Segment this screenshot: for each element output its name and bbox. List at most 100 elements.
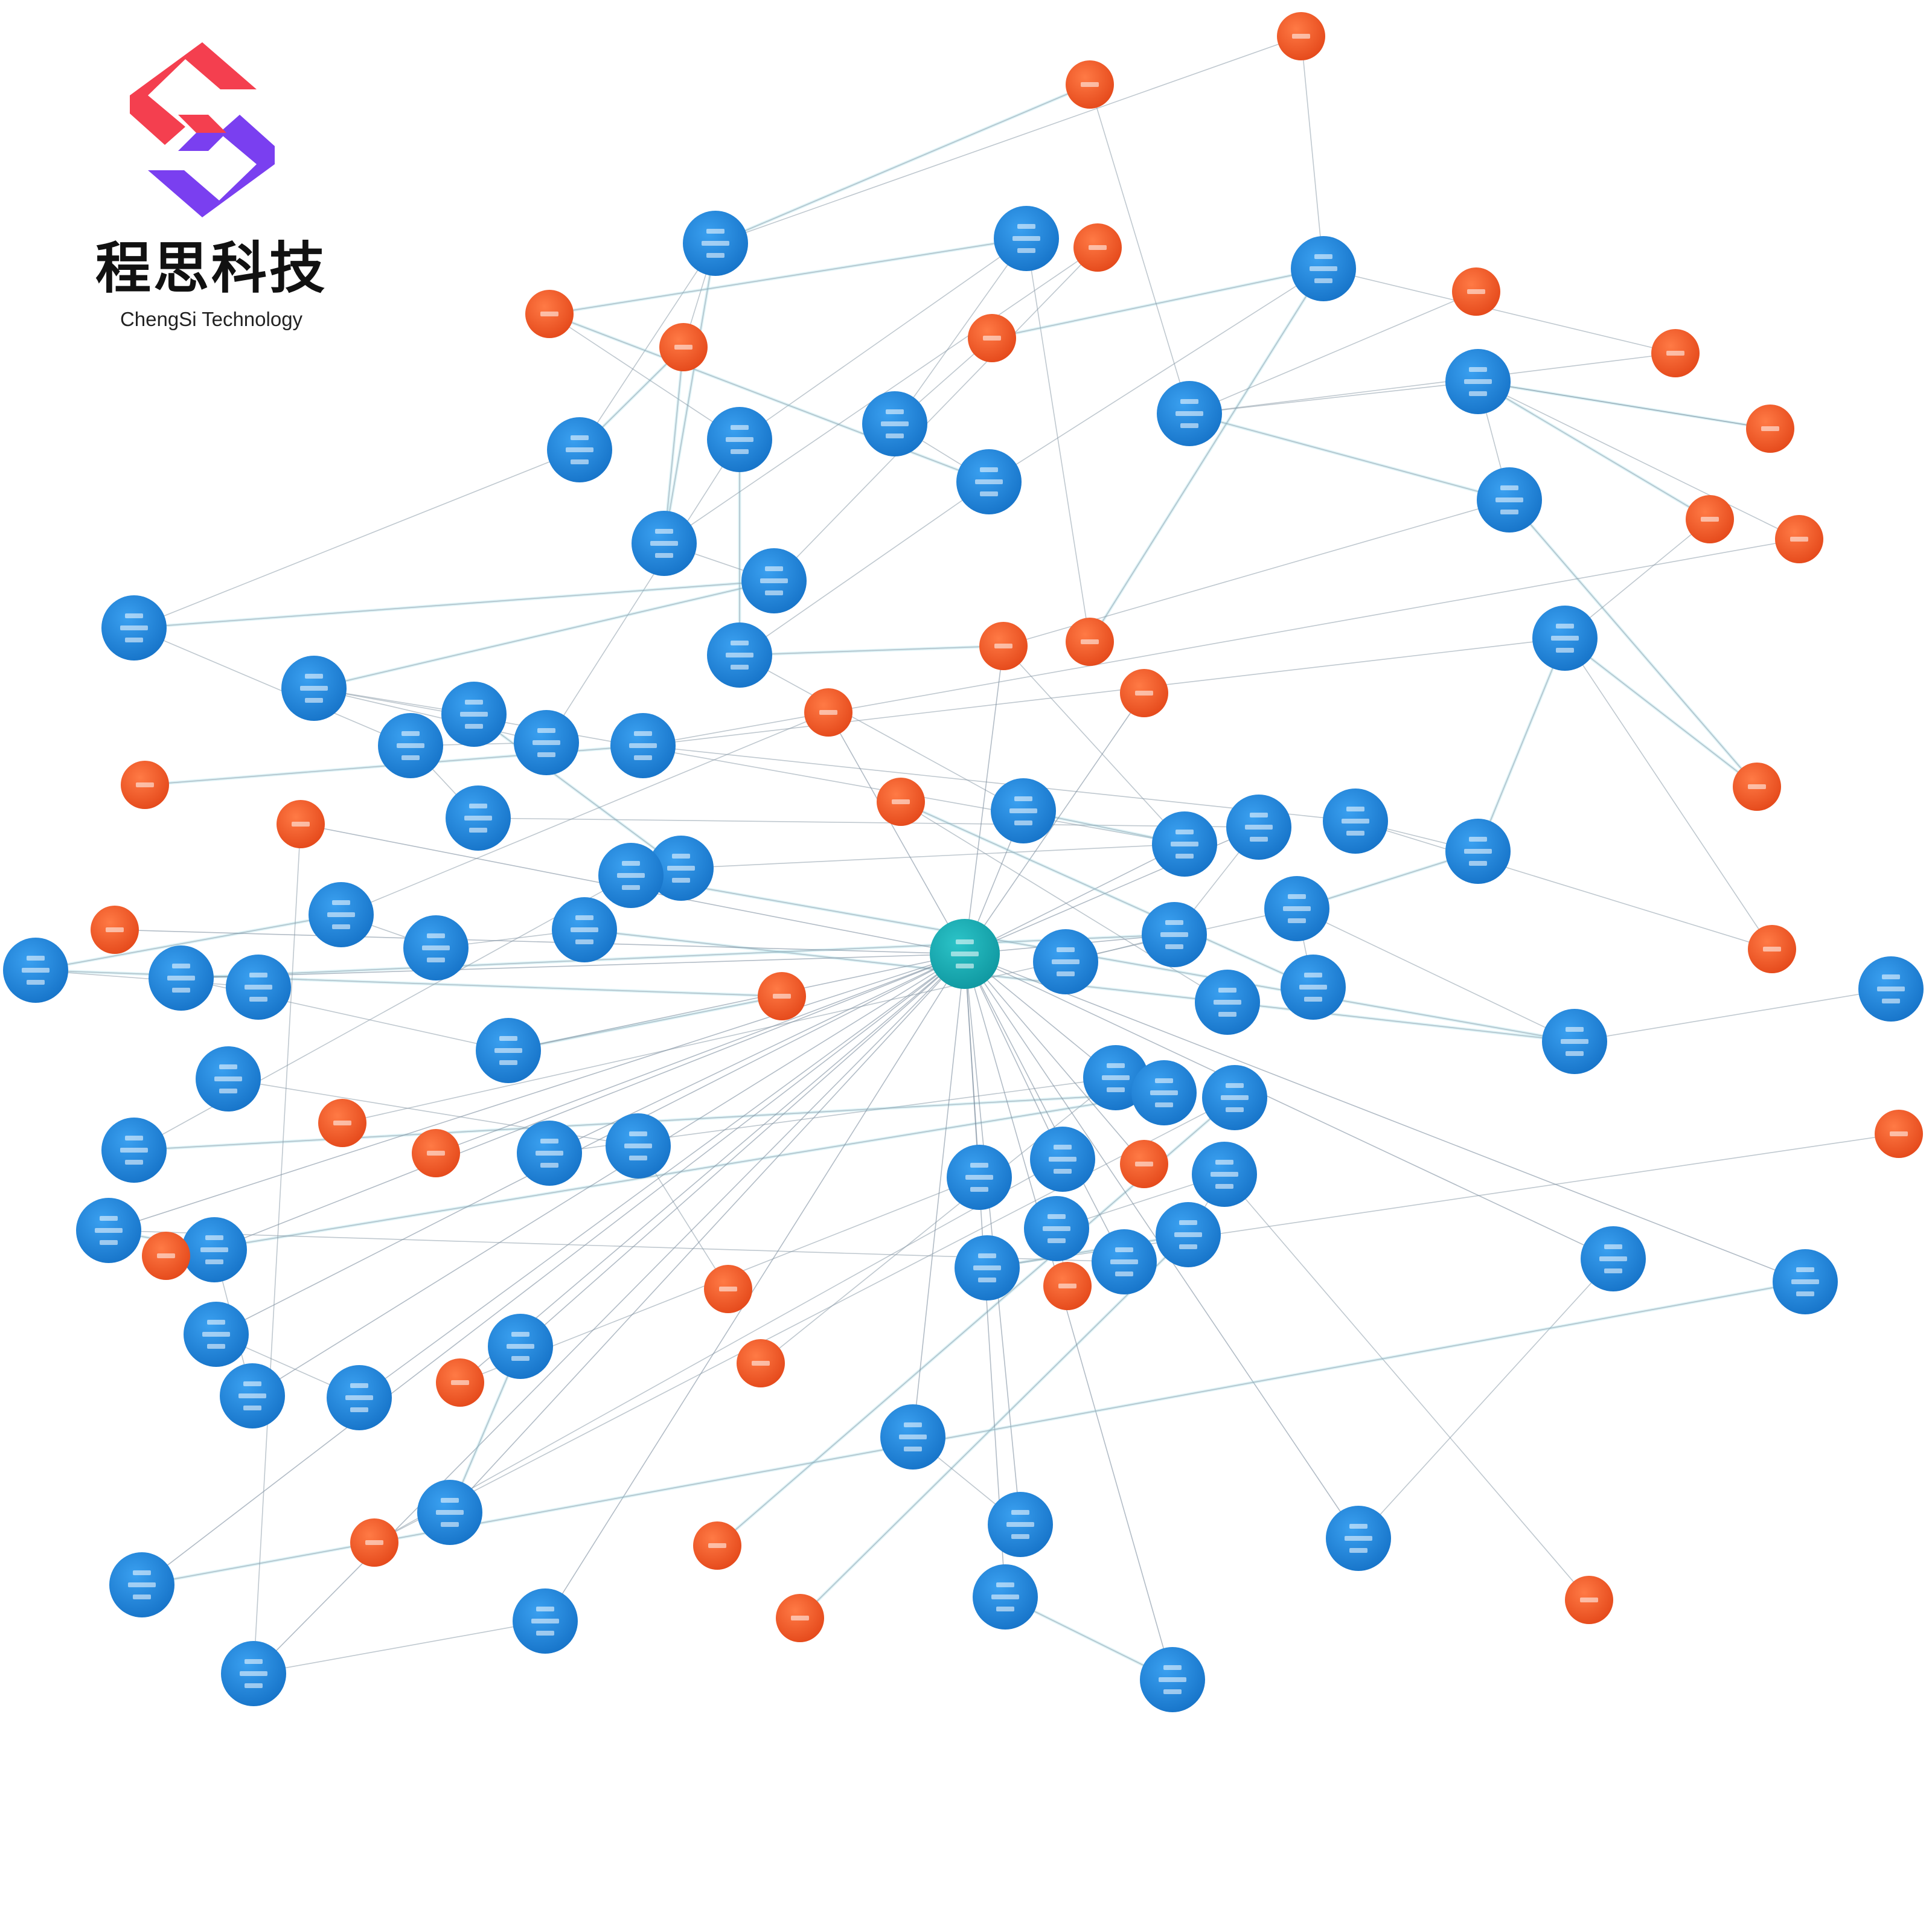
graph-node-blue[interactable] — [1142, 902, 1207, 967]
graph-node-blue[interactable] — [441, 682, 507, 747]
graph-node-blue[interactable] — [476, 1018, 541, 1083]
graph-node-blue[interactable] — [547, 417, 612, 482]
graph-node-orange[interactable] — [1073, 223, 1122, 272]
graph-node-blue[interactable] — [1477, 467, 1542, 533]
graph-node-blue[interactable] — [1323, 788, 1388, 854]
graph-node-blue[interactable] — [955, 1235, 1020, 1300]
graph-node-blue[interactable] — [1858, 956, 1924, 1022]
graph-node-orange[interactable] — [142, 1232, 190, 1280]
graph-node-blue[interactable] — [1326, 1506, 1391, 1571]
graph-node-orange[interactable] — [877, 778, 925, 826]
graph-node-blue[interactable] — [988, 1492, 1053, 1557]
graph-node-blue[interactable] — [1192, 1142, 1257, 1207]
graph-node-orange[interactable] — [1277, 12, 1325, 60]
graph-node-orange[interactable] — [1746, 405, 1794, 453]
graph-node-orange[interactable] — [1775, 515, 1823, 563]
graph-node-blue[interactable] — [610, 713, 676, 778]
graph-node-blue[interactable] — [606, 1113, 671, 1179]
graph-node-blue[interactable] — [947, 1145, 1012, 1210]
graph-node-blue[interactable] — [1195, 970, 1260, 1035]
graph-node-blue[interactable] — [517, 1121, 582, 1186]
graph-node-blue[interactable] — [707, 407, 772, 472]
graph-node-blue[interactable] — [101, 1118, 167, 1183]
graph-node-orange[interactable] — [350, 1518, 398, 1567]
graph-node-orange[interactable] — [776, 1594, 824, 1642]
graph-node-blue[interactable] — [994, 206, 1059, 271]
graph-hub-node[interactable] — [930, 919, 1000, 989]
graph-node-orange[interactable] — [121, 761, 169, 809]
graph-node-orange[interactable] — [1565, 1576, 1613, 1624]
graph-node-blue[interactable] — [648, 836, 714, 901]
graph-node-orange[interactable] — [436, 1358, 484, 1407]
graph-node-blue[interactable] — [880, 1404, 945, 1470]
graph-node-blue[interactable] — [488, 1314, 553, 1379]
graph-node-orange[interactable] — [1066, 60, 1114, 109]
graph-node-orange[interactable] — [1875, 1110, 1923, 1158]
graph-node-orange[interactable] — [1120, 1140, 1168, 1188]
graph-node-blue[interactable] — [1202, 1065, 1267, 1130]
graph-node-orange[interactable] — [277, 800, 325, 848]
graph-node-blue[interactable] — [1092, 1229, 1157, 1294]
graph-node-blue[interactable] — [309, 882, 374, 947]
graph-node-blue[interactable] — [514, 710, 579, 775]
graph-node-blue[interactable] — [101, 595, 167, 661]
graph-node-blue[interactable] — [1157, 381, 1222, 446]
graph-node-blue[interactable] — [1445, 819, 1511, 884]
graph-node-blue[interactable] — [1445, 349, 1511, 414]
graph-node-blue[interactable] — [1581, 1226, 1646, 1291]
graph-node-blue[interactable] — [1281, 955, 1346, 1020]
graph-node-blue[interactable] — [1140, 1647, 1205, 1712]
graph-node-blue[interactable] — [1264, 876, 1329, 941]
graph-node-blue[interactable] — [1033, 929, 1098, 994]
graph-node-blue[interactable] — [741, 548, 807, 613]
graph-node-blue[interactable] — [221, 1641, 286, 1706]
graph-node-blue[interactable] — [1131, 1060, 1197, 1125]
graph-node-blue[interactable] — [184, 1302, 249, 1367]
graph-node-blue[interactable] — [1542, 1009, 1607, 1074]
graph-node-orange[interactable] — [1120, 669, 1168, 717]
graph-node-blue[interactable] — [991, 778, 1056, 843]
graph-node-blue[interactable] — [513, 1588, 578, 1654]
graph-node-blue[interactable] — [1152, 811, 1217, 877]
graph-node-blue[interactable] — [1291, 236, 1356, 301]
graph-node-blue[interactable] — [182, 1217, 247, 1282]
graph-node-orange[interactable] — [412, 1129, 460, 1177]
graph-node-blue[interactable] — [109, 1552, 174, 1617]
graph-node-orange[interactable] — [91, 906, 139, 954]
graph-node-orange[interactable] — [758, 972, 806, 1020]
graph-node-blue[interactable] — [1156, 1202, 1221, 1267]
graph-node-blue[interactable] — [3, 938, 68, 1003]
graph-node-orange[interactable] — [1452, 267, 1500, 316]
graph-node-blue[interactable] — [598, 843, 664, 908]
graph-node-orange[interactable] — [318, 1099, 366, 1147]
graph-node-orange[interactable] — [979, 622, 1028, 670]
graph-node-blue[interactable] — [1773, 1249, 1838, 1314]
graph-node-blue[interactable] — [956, 449, 1022, 514]
graph-node-orange[interactable] — [693, 1521, 741, 1570]
graph-node-orange[interactable] — [1651, 329, 1700, 377]
graph-node-blue[interactable] — [1024, 1196, 1089, 1261]
graph-node-blue[interactable] — [862, 391, 927, 456]
graph-node-blue[interactable] — [403, 915, 469, 980]
graph-node-orange[interactable] — [1686, 495, 1734, 543]
graph-node-orange[interactable] — [659, 323, 708, 371]
graph-node-blue[interactable] — [632, 511, 697, 576]
graph-node-orange[interactable] — [1043, 1262, 1092, 1310]
graph-node-blue[interactable] — [973, 1564, 1038, 1630]
graph-node-blue[interactable] — [149, 945, 214, 1011]
graph-node-orange[interactable] — [737, 1339, 785, 1387]
graph-node-blue[interactable] — [226, 955, 291, 1020]
graph-node-blue[interactable] — [378, 713, 443, 778]
graph-node-blue[interactable] — [552, 897, 617, 962]
graph-node-blue[interactable] — [196, 1046, 261, 1112]
graph-node-blue[interactable] — [417, 1480, 482, 1545]
graph-node-blue[interactable] — [446, 785, 511, 851]
graph-node-orange[interactable] — [968, 314, 1016, 362]
graph-node-orange[interactable] — [1748, 925, 1796, 973]
graph-node-orange[interactable] — [1733, 763, 1781, 811]
graph-node-blue[interactable] — [281, 656, 347, 721]
graph-node-blue[interactable] — [220, 1363, 285, 1428]
graph-node-orange[interactable] — [804, 688, 852, 737]
graph-node-blue[interactable] — [76, 1198, 141, 1263]
graph-node-blue[interactable] — [327, 1365, 392, 1430]
